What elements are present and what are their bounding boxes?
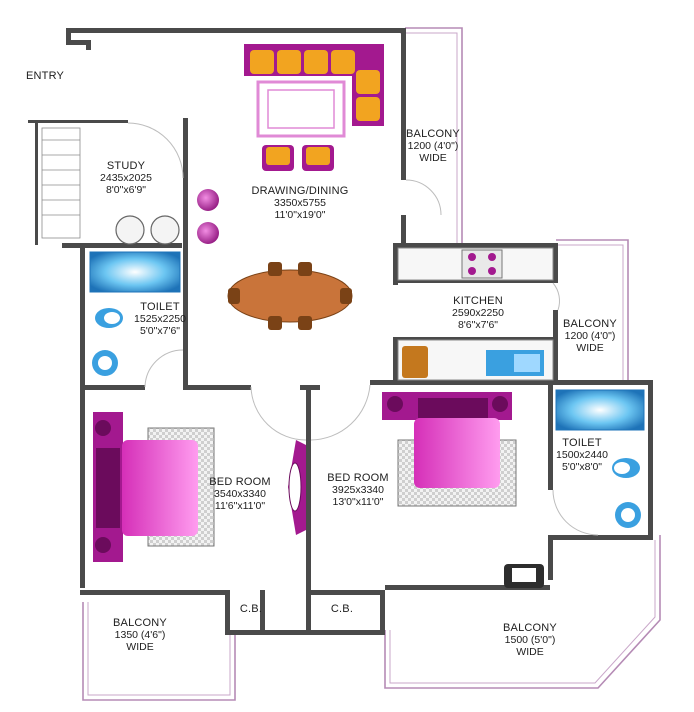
cb-text: C.B. (330, 603, 354, 615)
room-label-kitchen: KITCHEN 2590x2250 8'6"x7'6" (443, 295, 513, 331)
washing-machine (504, 564, 544, 588)
room-dim-mm: 1525x2250 (134, 313, 186, 325)
left-bed (93, 412, 215, 562)
room-dim-ft: 5'0"x8'0" (561, 461, 603, 473)
room-label-balcony-bottom-right: BALCONY 1500 (5'0") WIDE (498, 622, 562, 658)
room-name: STUDY (106, 160, 146, 172)
room-name: BED ROOM (327, 472, 389, 484)
room-dim-mm: 3350x5755 (274, 197, 326, 209)
left-toilet-fixtures (89, 251, 181, 376)
room-label-toilet-left: TOILET 1525x2250 5'0"x7'6" (130, 301, 190, 337)
room-dim-mm: 2590x2250 (452, 307, 504, 319)
cb-label-left: C.B. (237, 603, 265, 615)
room-dim-ft: WIDE (516, 646, 544, 658)
room-dim-ft: WIDE (576, 342, 604, 354)
room-dim-ft: 11'6"x11'0" (214, 500, 266, 512)
tv-unit (288, 440, 306, 535)
room-dim-mm: 3925x3340 (332, 484, 384, 496)
entry-stairs (41, 127, 81, 239)
room-label-study: STUDY 2435x2025 8'0"x6'9" (94, 160, 158, 196)
door-swings (127, 122, 599, 536)
dining-table (227, 262, 353, 330)
room-dim-mm: 3540x3340 (214, 488, 266, 500)
room-name: BALCONY (113, 617, 167, 629)
study-furniture (115, 189, 219, 245)
room-dim-ft: 11'0"x19'0" (274, 209, 326, 221)
room-dim-ft: 5'0"x7'6" (139, 325, 181, 337)
room-dim-ft: 8'6"x7'6" (457, 319, 499, 331)
cb-text: C.B. (239, 603, 263, 615)
cb-label-right: C.B. (328, 603, 356, 615)
room-dim-mm: 1200 (4'0") (407, 140, 459, 152)
room-dim-ft: 8'0"x6'9" (105, 184, 147, 196)
room-label-toilet-right: TOILET 1500x2440 5'0"x8'0" (552, 437, 612, 473)
kitchen-fixtures (397, 247, 554, 381)
room-label-bedroom-right: BED ROOM 3925x3340 13'0"x11'0" (326, 472, 390, 508)
room-name: KITCHEN (453, 295, 503, 307)
room-dim-mm: 1500 (5'0") (504, 634, 556, 646)
room-dim-ft: 13'0"x11'0" (332, 496, 384, 508)
room-name: TOILET (140, 301, 180, 313)
room-label-balcony-top: BALCONY 1200 (4'0") WIDE (403, 128, 463, 164)
room-label-balcony-right: BALCONY 1200 (4'0") WIDE (560, 318, 620, 354)
room-label-balcony-bottom-left: BALCONY 1350 (4'6") WIDE (108, 617, 172, 653)
sofa-set (244, 44, 384, 171)
room-dim-ft: WIDE (419, 152, 447, 164)
right-toilet-fixtures (555, 389, 645, 528)
room-label-bedroom-left: BED ROOM 3540x3340 11'6"x11'0" (208, 476, 272, 512)
room-name: BALCONY (503, 622, 557, 634)
room-name: BALCONY (563, 318, 617, 330)
room-name: BALCONY (406, 128, 460, 140)
entry-text: ENTRY (26, 70, 65, 82)
entry-label: ENTRY (26, 70, 64, 82)
walls (28, 28, 653, 635)
right-bed (382, 392, 517, 507)
room-name: BED ROOM (209, 476, 271, 488)
room-dim-mm: 1350 (4'6") (114, 629, 166, 641)
room-dim-mm: 1500x2440 (556, 449, 608, 461)
room-name: TOILET (562, 437, 602, 449)
room-label-drawing: DRAWING/DINING 3350x5755 11'0"x19'0" (250, 185, 350, 221)
room-name: DRAWING/DINING (251, 185, 349, 197)
room-dim-ft: WIDE (126, 641, 154, 653)
room-dim-mm: 1200 (4'0") (564, 330, 616, 342)
balcony-outlines (82, 27, 661, 701)
room-dim-mm: 2435x2025 (100, 172, 152, 184)
